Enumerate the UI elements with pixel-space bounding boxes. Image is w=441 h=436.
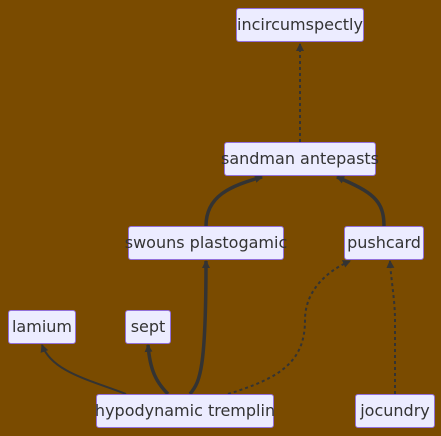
node-lamium[interactable]: lamium (8, 310, 76, 344)
node-jocundry[interactable]: jocundry (355, 394, 435, 428)
edge-hypodynamic-to-swouns (188, 260, 210, 396)
node-label: sandman antepasts (220, 149, 380, 168)
node-label: jocundry (360, 401, 430, 420)
node-label: sept (130, 317, 166, 336)
node-incircumspectly[interactable]: incircumspectly (236, 8, 364, 42)
edge-hypodynamic-to-lamium (40, 344, 127, 395)
node-label: swouns plastogamic (124, 233, 288, 252)
node-hypodynamic-tremplin[interactable]: hypodynamic tremplin (94, 394, 276, 428)
node-label: hypodynamic tremplin (94, 401, 276, 420)
node-sept[interactable]: sept (125, 310, 171, 344)
node-label: incircumspectly (237, 15, 363, 34)
node-swouns-plastogamic[interactable]: swouns plastogamic (125, 226, 287, 260)
edge-jocundry-to-pushcard (386, 260, 396, 394)
node-label: lamium (11, 317, 72, 336)
edge-hypodynamic-to-pushcard (227, 260, 351, 395)
node-pushcard[interactable]: pushcard (344, 226, 424, 260)
node-label: pushcard (347, 233, 421, 252)
edge-hypodynamic-to-sept (144, 344, 170, 396)
edge-pushcard-to-sandman (336, 175, 386, 227)
edge-swouns-to-sandman (204, 175, 263, 227)
node-sandman-antepasts[interactable]: sandman antepasts (220, 142, 380, 176)
